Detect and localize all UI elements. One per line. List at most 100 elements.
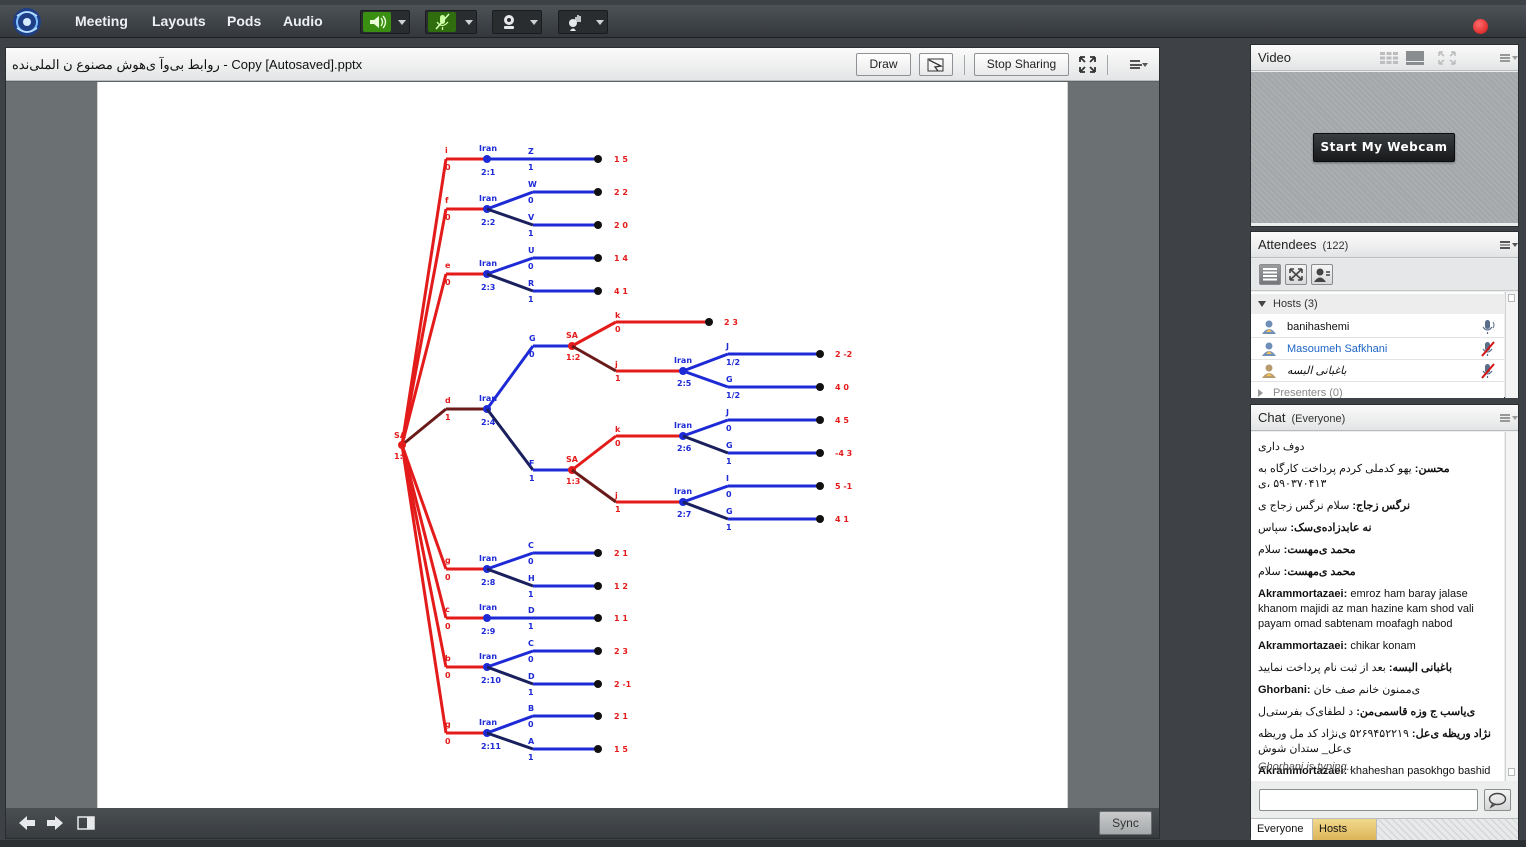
tree-label: 1:2 (566, 353, 580, 362)
tree-label: Iran (674, 356, 692, 365)
chat-message: نژاد وریظه ی‌عل: ۵۲۶۹۴۵۲۲۱۹ ی‌نژاد کد مل… (1258, 727, 1498, 757)
fullscreen-icon[interactable] (1437, 50, 1457, 66)
tree-edge (486, 190, 534, 211)
tree-label: 0 (528, 262, 534, 271)
tree-edge (486, 256, 534, 276)
chat-message: باغبانی البسه: بعد از ثبت نام پرداخت نما… (1258, 661, 1498, 676)
pointer-button[interactable] (919, 53, 953, 76)
tree-label: F (529, 459, 534, 468)
chat-sender: محمد ی‌مهست: (1280, 566, 1356, 578)
tree-label: Iran (479, 194, 497, 203)
chevron-down-icon[interactable] (596, 20, 604, 25)
tree-label: 2:1 (481, 168, 496, 177)
menu-icon (1500, 241, 1510, 249)
breakout-view-button[interactable] (1285, 264, 1307, 285)
tree-label: 0 (529, 350, 535, 359)
sync-button[interactable]: Sync (1099, 811, 1152, 835)
sidebar-toggle-icon[interactable] (77, 815, 95, 831)
tree-edge (682, 484, 729, 504)
tree-label: 1 (528, 163, 534, 172)
connect-logo-icon (13, 8, 41, 36)
tree-label: 0 (445, 573, 451, 582)
pod-options-icon[interactable] (1130, 60, 1142, 69)
attendee-row[interactable]: باغبانی البسه (1251, 360, 1504, 382)
attendee-row[interactable]: banihashemi (1251, 316, 1504, 338)
tree-label: Iran (674, 421, 692, 430)
scrollbar-thumb[interactable] (1508, 294, 1515, 302)
tree-label: f (445, 196, 449, 205)
tree-label: e (445, 261, 451, 270)
attendees-pod-header: Attendees(122) (1251, 232, 1518, 258)
tree-label: j (614, 491, 618, 500)
presenters-group[interactable]: Presenters (0) (1251, 383, 1504, 398)
status-view-button[interactable] (1311, 264, 1333, 285)
menu-pods[interactable]: Pods (227, 13, 262, 29)
attendee-name: banihashemi (1287, 321, 1350, 333)
microphone-button[interactable] (425, 10, 477, 34)
tree-edge (486, 272, 534, 293)
filmstrip-view-icon[interactable] (1405, 50, 1425, 66)
tree-edge (401, 407, 447, 447)
tab-hosts[interactable]: Hosts (1313, 819, 1377, 840)
tree-edge (682, 418, 729, 438)
chat-pod-title: Chat(Everyone) (1258, 410, 1345, 425)
fullscreen-icon[interactable] (1079, 56, 1096, 73)
chat-text: بعد از ثبت نام پرداخت نمایید (1258, 662, 1386, 674)
tree-label: J (725, 342, 729, 351)
tree-label: 0 (726, 490, 732, 499)
chevron-down-icon[interactable] (1142, 63, 1148, 67)
tree-node (816, 449, 824, 457)
menu-layouts[interactable]: Layouts (152, 13, 206, 29)
scrollbar-thumb[interactable] (1508, 768, 1515, 776)
share-pod: روابط بی‌وآ ی‌هوش مصنوع ن‌ الملی‌نده - C… (5, 47, 1160, 839)
chat-text: سلام (1258, 544, 1281, 556)
webcam-button[interactable] (492, 10, 542, 34)
toolbar-separator (964, 55, 965, 75)
chat-text: سپاس (1258, 522, 1288, 534)
stop-sharing-button[interactable]: Stop Sharing (974, 53, 1069, 76)
hosts-group[interactable]: Hosts (3) (1251, 294, 1504, 314)
microphone-muted-icon (1481, 341, 1495, 357)
tree-label: 1 4 (614, 254, 628, 263)
chat-text: دوف داری (1258, 441, 1305, 453)
start-webcam-button[interactable]: Start My Webcam (1313, 133, 1455, 162)
chat-text: سلام (1258, 566, 1281, 578)
speaker-button[interactable] (360, 10, 410, 34)
chat-input[interactable] (1259, 789, 1478, 811)
tree-label: g (445, 556, 451, 565)
tree-label: 5 -1 (835, 482, 853, 491)
tree-node (816, 482, 824, 490)
chevron-down-icon[interactable] (465, 20, 473, 25)
tree-edge (485, 345, 535, 410)
raise-hand-button[interactable] (558, 10, 608, 34)
tree-edge (571, 434, 617, 472)
chat-sender: نرگس زجاج: (1349, 500, 1411, 512)
tree-node (816, 383, 824, 391)
tree-edge (682, 352, 729, 373)
attendees-scrollbar[interactable] (1505, 292, 1518, 398)
tab-everyone[interactable]: Everyone (1251, 819, 1313, 840)
tree-edge (486, 551, 534, 571)
chevron-down-icon[interactable] (530, 20, 538, 25)
send-message-button[interactable] (1484, 789, 1511, 811)
tree-label: c (445, 605, 450, 614)
chat-message: محمد ی‌مهست: سلام (1258, 565, 1498, 580)
chat-scrollbar[interactable] (1505, 432, 1518, 781)
previous-slide-icon[interactable] (18, 815, 36, 831)
tree-label: 1 5 (614, 155, 628, 164)
next-slide-icon[interactable] (46, 815, 64, 831)
grid-view-icon[interactable] (1379, 50, 1399, 66)
tree-label: C (528, 639, 534, 648)
tree-label: SA (394, 431, 407, 440)
tree-node (594, 287, 602, 295)
draw-button[interactable]: Draw (856, 53, 911, 76)
chevron-down-icon[interactable] (398, 20, 406, 25)
menu-audio[interactable]: Audio (283, 13, 323, 29)
list-view-button[interactable] (1259, 264, 1281, 285)
menu-meeting[interactable]: Meeting (75, 13, 128, 29)
recording-indicator-icon[interactable] (1473, 19, 1488, 34)
chat-tabs: Everyone Hosts (1251, 818, 1518, 840)
attendee-row[interactable]: Masoumeh Safkhani (1251, 338, 1504, 360)
webcam-icon (504, 15, 514, 29)
